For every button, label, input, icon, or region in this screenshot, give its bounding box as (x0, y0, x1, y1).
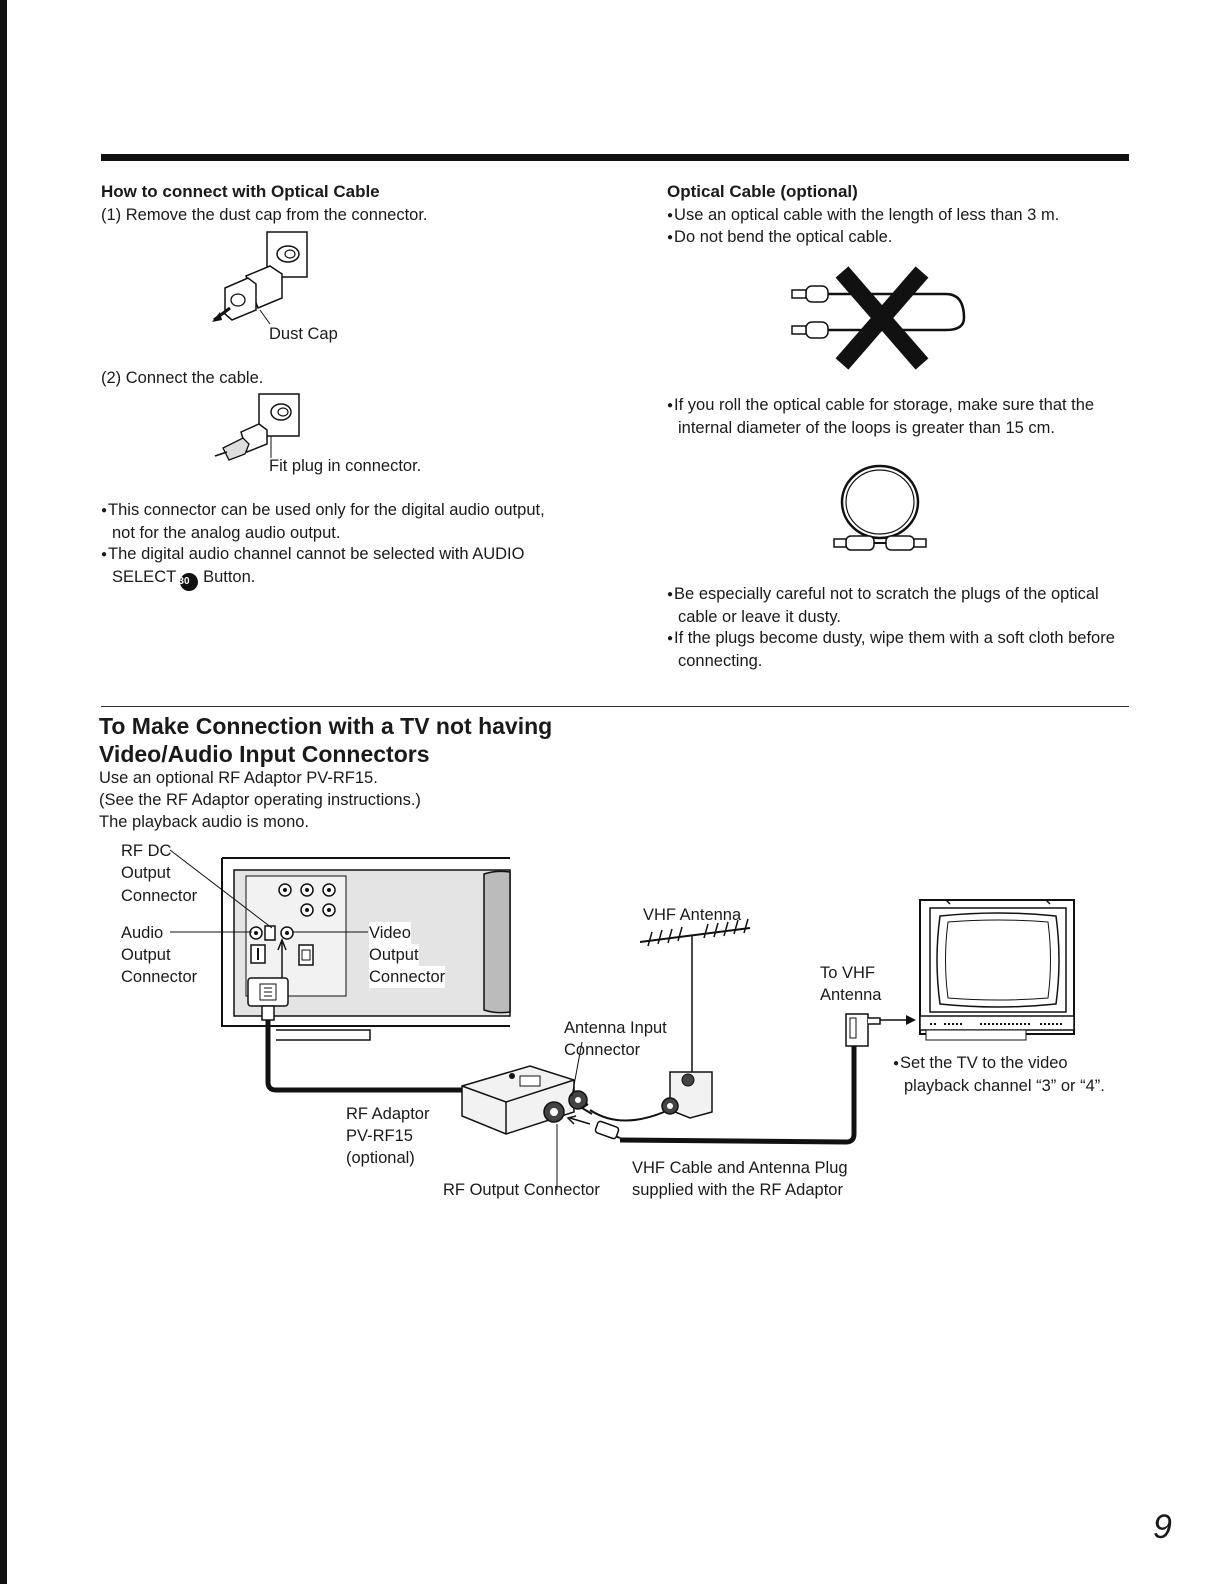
optical-cable-heading: Optical Cable (optional) (667, 182, 858, 201)
roll-storage-note: If you roll the optical cable for storag… (667, 394, 1138, 439)
digital-only-note: This connector can be used only for the … (101, 499, 552, 544)
set-tv-channel-line-1: Set the TV to the video (900, 1054, 1068, 1072)
television (919, 899, 1075, 1041)
antenna-input-label-1: Antenna Input (564, 1019, 667, 1037)
button-30-badge: 30 (178, 573, 199, 591)
set-tv-channel-line-2: playback channel “3” or “4”. (904, 1077, 1105, 1095)
page-number: 9 (1153, 1508, 1172, 1546)
plug-connect-illustration (214, 393, 300, 461)
vcr-rear-panel (221, 857, 511, 1041)
video-output-label-1: Video (369, 922, 411, 944)
bent-cable-illustration (791, 266, 966, 370)
audio-output-label-2: Output (121, 946, 171, 964)
scratch-note: Be especially careful not to scratch the… (667, 583, 1138, 628)
fit-plug-label: Fit plug in connector. (269, 457, 422, 475)
step-1-text: (1) Remove the dust cap from the connect… (101, 206, 428, 224)
rf-dc-label-3: Connector (121, 887, 198, 905)
dust-cap-illustration (212, 231, 308, 325)
cable-length-note: Use an optical cable with the length of … (667, 204, 1138, 227)
rf-adaptor-label-1: RF Adaptor (346, 1105, 430, 1123)
rf-dc-label-1: RF DC (121, 842, 172, 860)
antenna-input-label-2: Connector (564, 1041, 641, 1059)
rf-adaptor-label-3: (optional) (346, 1149, 415, 1167)
tv-section-title-line-1: To Make Connection with a TV not having (99, 713, 553, 739)
audio-output-label-1: Audio (121, 924, 164, 942)
optical-connect-heading: How to connect with Optical Cable (101, 182, 380, 201)
rf-adaptor-label-2: PV-RF15 (346, 1127, 413, 1145)
step-2-text: (2) Connect the cable. (101, 369, 264, 387)
dusty-plugs-note: If the plugs become dusty, wipe them wit… (667, 627, 1138, 672)
binding-edge (0, 0, 7, 1584)
dust-cap-label: Dust Cap (269, 325, 338, 343)
audio-select-note-end: Button. (203, 568, 256, 586)
top-rule (101, 154, 1129, 161)
audio-output-label-3: Connector (121, 968, 198, 986)
to-vhf-antenna-label-2: Antenna (820, 986, 882, 1004)
rf-adaptor (461, 1065, 588, 1135)
no-bend-note: Do not bend the optical cable. (667, 226, 1138, 249)
rf-output-connector-label: RF Output Connector (443, 1181, 600, 1199)
mono-audio-note: The playback audio is mono. (99, 813, 310, 831)
section-divider (101, 706, 1129, 707)
audio-select-note-text: The digital audio channel cannot be sele… (108, 545, 525, 586)
video-output-label-3: Connector (369, 966, 446, 988)
rolled-cable-illustration (833, 464, 927, 551)
tv-section-title-line-2: Video/Audio Input Connectors (99, 741, 430, 767)
vhf-antenna-label: VHF Antenna (643, 906, 742, 924)
rf-adaptor-intro: Use an optional RF Adaptor PV-RF15. (99, 769, 378, 787)
rf-adaptor-see-instructions: (See the RF Adaptor operating instructio… (99, 791, 421, 809)
vhf-antenna (639, 918, 751, 1119)
to-vhf-antenna-label-1: To VHF (820, 964, 876, 982)
set-tv-channel-note: Set the TV to the video playback channel … (893, 1052, 1184, 1097)
vhf-cable-label-1: VHF Cable and Antenna Plug (632, 1159, 848, 1177)
audio-select-note: The digital audio channel cannot be sele… (101, 543, 572, 591)
video-output-label-2: Output (369, 944, 419, 966)
rf-dc-label-2: Output (121, 864, 171, 882)
vhf-cable-label-2: supplied with the RF Adaptor (632, 1181, 843, 1199)
